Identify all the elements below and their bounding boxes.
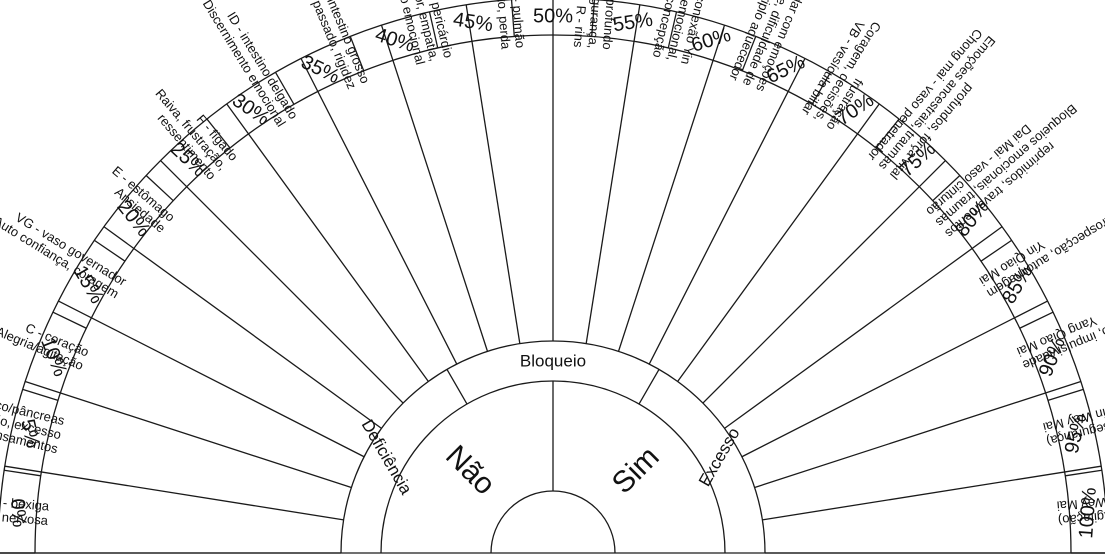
sector-text-line: Introspecção, autoimagem [984,208,1105,301]
percent-divider [22,388,59,401]
sector-text-line: R - rins [571,5,589,48]
hub-arc [490,490,616,554]
percent-divider [741,36,757,72]
percent-label: 0% [6,498,30,529]
sector-text-line: Tristeza, luto, perda [490,0,514,50]
percent-divider [349,36,365,72]
percent-divider [932,175,961,202]
sector-text-line: P - pulmão [508,0,528,49]
percent-divider [510,0,515,37]
sector-divider [103,226,382,429]
percent-divider [274,72,295,105]
percent-divider [206,118,231,149]
sector-divider [24,380,352,489]
percent-divider [667,11,678,49]
sector-label: R - rinsMedo, insegurança,esgotamento pr… [571,0,625,50]
middle-ring-right-label: Excesso [695,424,744,489]
sector-text-line: Bloqueios emocionais, traumas [933,101,1080,230]
sector-divider [465,4,521,344]
sector-label: B - bexigaMedo, tensão nervosa [0,494,50,528]
percent-divider [875,118,900,149]
sector-divider [754,380,1082,489]
sector-divider [702,160,946,404]
percent-divider [145,175,174,202]
percent-divider [811,72,832,105]
inner-ring-right-label: Sim [606,440,666,500]
sector-divider [677,103,880,382]
middle-ring-divider [638,369,660,405]
percent-label: 50% [533,6,573,28]
sector-divider [4,465,344,521]
middle-ring-center-label: Bloqueio [520,352,586,371]
percent-label: 45% [452,9,495,37]
percent-divider [94,239,126,262]
sector-divider [226,103,429,382]
percent-divider [4,469,41,477]
sector-label: Yang Wey MaiReguladr Yang (raiva, agitaç… [1056,492,1105,528]
sector-divider [617,24,726,352]
percent-divider [1065,469,1102,477]
sector-divider [58,300,365,458]
percent-divider [591,0,596,37]
percent-divider [1019,311,1054,329]
middle-ring-arc [340,340,766,554]
sector-divider [380,24,489,352]
sector-divider [585,4,641,344]
percent-divider [980,239,1012,262]
sector-label: P - pulmãoTristeza, luto, perda [490,0,528,50]
percent-divider [52,311,87,329]
middle-ring-divider [446,369,468,405]
percent-divider [1047,388,1084,401]
sector-divider [741,300,1048,458]
sector-divider [762,465,1102,521]
sector-divider [724,226,1003,429]
sector-divider [300,58,458,365]
sector-divider [160,160,404,404]
middle-ring-left-label: Deficiência [358,416,416,498]
inner-ring-left-label: Não [439,439,501,501]
sector-divider [648,58,806,365]
percent-divider [428,11,439,49]
percent-label: 100% [1075,486,1101,539]
sector-text-line: B - bexiga [0,494,50,514]
